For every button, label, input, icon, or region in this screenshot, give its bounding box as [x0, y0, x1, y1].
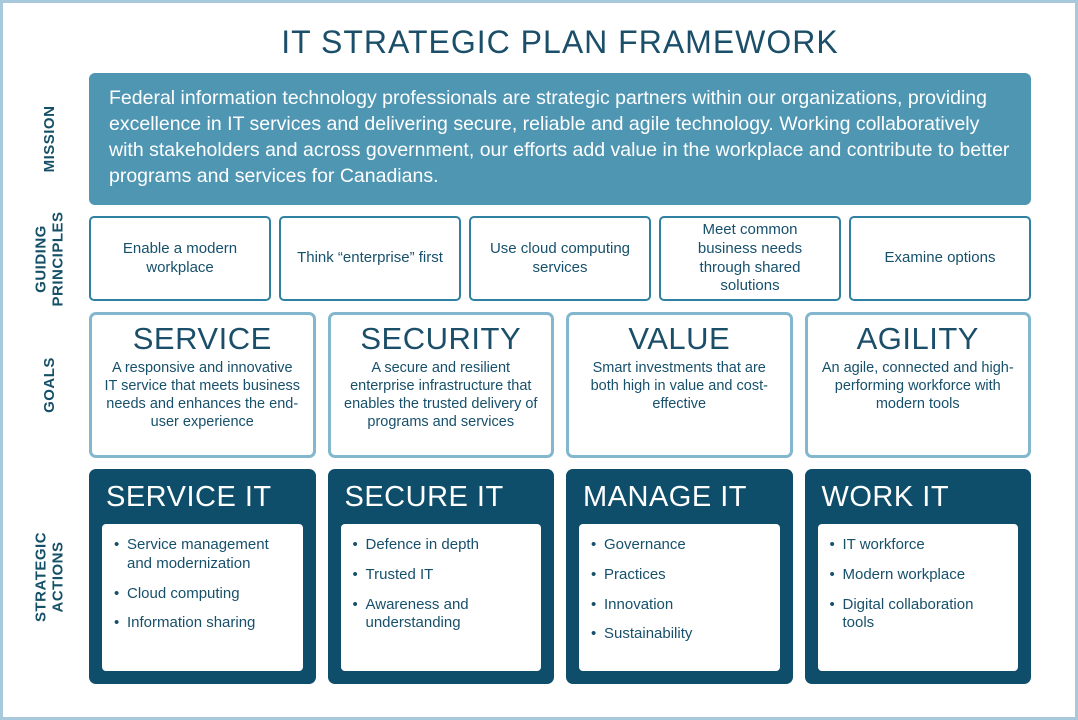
principle-card-examine-options: Examine options — [849, 216, 1031, 301]
bullet-item: Trusted IT — [353, 566, 532, 585]
action-title: WORK IT — [821, 481, 950, 513]
guiding-principles-label: GUIDING PRINCIPLES — [32, 210, 67, 307]
principle-card-modern-workplace: Enable a modern workplace — [89, 216, 271, 301]
mission-statement: Federal information technology professio… — [89, 73, 1031, 205]
mission-label: MISSION — [41, 105, 59, 173]
bullet-item: Governance — [591, 536, 770, 555]
action-title: SECURE IT — [344, 481, 504, 513]
side-label-strategic-actions: STRATEGIC ACTIONS — [3, 469, 89, 684]
bullet-item: Service management and modernization — [114, 536, 293, 574]
action-card-service-it: SERVICE IT Service management and modern… — [89, 469, 316, 684]
action-bullet-box: Service management and modernization Clo… — [102, 524, 303, 671]
action-bullet-list: IT workforce Modern workplace Digital co… — [830, 536, 1009, 633]
side-label-goals: GOALS — [3, 312, 89, 458]
bullet-item: Defence in depth — [353, 536, 532, 555]
principle-card-enterprise-first: Think “enterprise” first — [279, 216, 461, 301]
action-card-manage-it: MANAGE IT Governance Practices Innovatio… — [566, 469, 793, 684]
action-card-work-it: WORK IT IT workforce Modern workplace Di… — [804, 469, 1031, 684]
side-label-guiding-principles: GUIDING PRINCIPLES — [3, 211, 89, 306]
action-bullet-box: Governance Practices Innovation Sustaina… — [579, 524, 780, 671]
goal-title: VALUE — [628, 321, 731, 356]
bullet-item: Practices — [591, 566, 770, 585]
principle-text: Enable a modern workplace — [122, 239, 238, 276]
goal-description: Smart investments that are both high in … — [590, 360, 768, 413]
mission-section: MISSION Federal information technology p… — [3, 73, 1075, 205]
bullet-item: IT workforce — [830, 536, 1009, 555]
bullet-item: Innovation — [591, 596, 770, 615]
goal-description: An agile, connected and high-performing … — [821, 360, 1014, 413]
goal-title: SECURITY — [360, 321, 522, 356]
bullet-item: Sustainability — [591, 625, 770, 644]
strategic-actions-label: STRATEGIC ACTIONS — [32, 531, 67, 622]
goal-card-agility: AGILITY An agile, connected and high-per… — [804, 312, 1031, 458]
goals-label: GOALS — [41, 357, 59, 413]
goal-description: A secure and resilient enterprise infras… — [344, 360, 538, 431]
bullet-item: Awareness and understanding — [353, 596, 532, 634]
goal-card-security: SECURITY A secure and resilient enterpri… — [327, 312, 554, 458]
goal-title: SERVICE — [132, 321, 272, 356]
action-title: SERVICE IT — [106, 481, 272, 513]
bullet-item: Cloud computing — [114, 585, 293, 604]
principle-text: Use cloud computing services — [489, 239, 631, 276]
action-bullet-list: Defence in depth Trusted IT Awareness an… — [353, 536, 532, 633]
action-card-secure-it: SECURE IT Defence in depth Trusted IT Aw… — [327, 469, 554, 684]
strategic-actions-section: STRATEGIC ACTIONS SERVICE IT Service man… — [3, 469, 1075, 684]
bullet-item: Information sharing — [114, 614, 293, 633]
bullet-item: Digital collaboration tools — [830, 596, 1009, 634]
action-bullet-list: Governance Practices Innovation Sustaina… — [591, 536, 770, 644]
principle-text: Think “enterprise” first — [297, 249, 443, 267]
bullet-item: Modern workplace — [830, 566, 1009, 585]
guiding-principles-section: GUIDING PRINCIPLES Enable a modern workp… — [3, 211, 1075, 306]
page-title: IT STRATEGIC PLAN FRAMEWORK — [281, 23, 839, 60]
action-bullet-box: IT workforce Modern workplace Digital co… — [817, 524, 1018, 671]
goal-title: AGILITY — [856, 321, 979, 356]
principle-card-shared-solutions: Meet common business needs through share… — [659, 216, 841, 301]
action-bullet-box: Defence in depth Trusted IT Awareness an… — [340, 524, 541, 671]
principle-card-cloud-computing: Use cloud computing services — [469, 216, 651, 301]
goal-card-service: SERVICE A responsive and innovative IT s… — [89, 312, 316, 458]
principle-text: Meet common business needs through share… — [697, 221, 803, 295]
goal-card-value: VALUE Smart investments that are both hi… — [566, 312, 793, 458]
goal-description: A responsive and innovative IT service t… — [104, 360, 301, 431]
principle-text: Examine options — [884, 249, 996, 267]
side-label-mission: MISSION — [3, 73, 89, 205]
action-title: MANAGE IT — [583, 481, 748, 513]
action-bullet-list: Service management and modernization Clo… — [114, 536, 293, 633]
goals-section: GOALS SERVICE A responsive and innovativ… — [3, 312, 1075, 458]
